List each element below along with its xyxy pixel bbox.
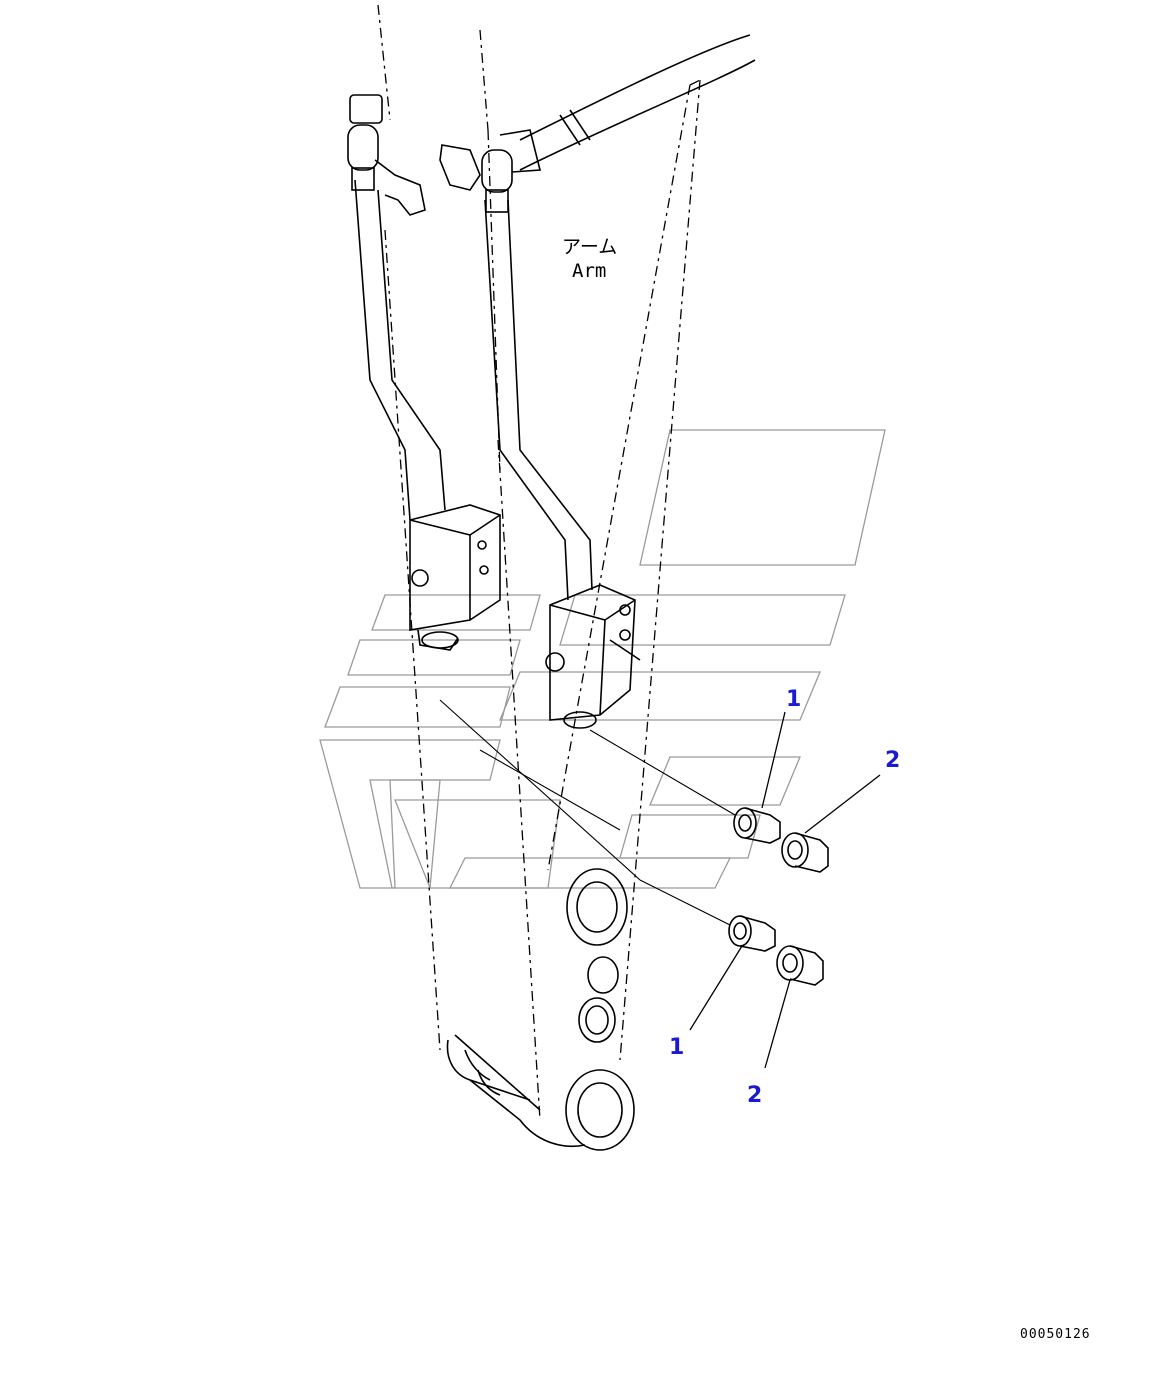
arm-body (377, 4, 701, 1147)
hydraulic-hoses (354, 34, 756, 601)
cap-part-2-upper (781, 832, 829, 873)
cap-part-2-lower (776, 945, 824, 986)
plug-part-1-upper (733, 807, 781, 844)
plug-part-1-lower (728, 915, 776, 952)
callout-2-lower: 2 (747, 1083, 762, 1108)
callout-2-upper: 2 (885, 748, 900, 773)
callout-1-upper: 1 (786, 687, 801, 712)
drawing-code: 00050126 (1020, 1327, 1091, 1342)
valve-block-right (545, 584, 641, 729)
arm-label-english: Arm (572, 260, 606, 282)
callout-1-lower: 1 (669, 1035, 684, 1060)
upper-hose-fittings (347, 94, 542, 216)
arm-pin-bosses (565, 868, 635, 1151)
valve-block-left (409, 504, 501, 651)
callout-leaders (689, 711, 881, 1069)
installation-lines (589, 729, 736, 926)
arm-label-japanese: アーム (562, 236, 617, 258)
watermark-logo (319, 429, 886, 889)
